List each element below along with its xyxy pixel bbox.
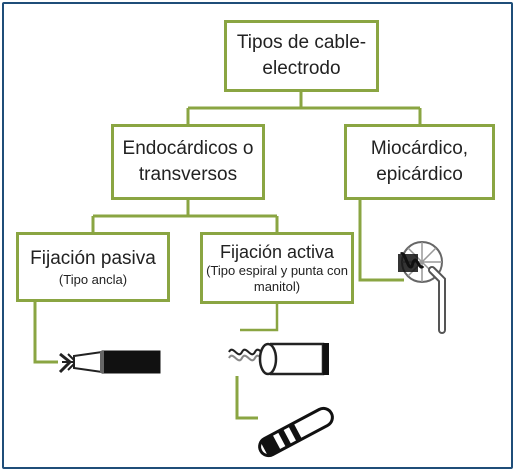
leader-miocardico-image xyxy=(358,200,404,282)
screw-tip-lead-icon xyxy=(228,342,329,376)
leader-manitol-image xyxy=(235,376,258,420)
anchor-tip-lead-icon xyxy=(58,350,161,374)
epicardial-screw-lead-icon xyxy=(398,241,446,334)
node-title: Miocárdico, epicárdico xyxy=(370,138,469,185)
node-subtitle: (Tipo ancla) xyxy=(58,272,128,287)
node-title: Endocárdicos o transversos xyxy=(122,138,254,185)
node-title: Tipos de cable-electrodo xyxy=(236,32,367,79)
leader-activa-image xyxy=(240,304,279,332)
node-fijacion-pasiva: Fijación pasiva (Tipo ancla) xyxy=(16,232,170,302)
node-tipos-de-cable-electrodo: Tipos de cable-electrodo xyxy=(224,20,379,92)
node-miocardico: Miocárdico, epicárdico xyxy=(344,124,495,200)
node-subtitle: (Tipo espiral y punta con manitol) xyxy=(206,263,348,294)
node-title: Fijación pasiva xyxy=(30,248,156,269)
mannitol-capsule-icon xyxy=(258,406,334,458)
node-endocardicos: Endocárdicos o transversos xyxy=(111,124,265,200)
node-title: Fijación activa xyxy=(219,242,335,262)
node-fijacion-activa: Fijación activa (Tipo espiral y punta co… xyxy=(200,232,354,304)
leader-pasiva-image xyxy=(33,302,58,364)
